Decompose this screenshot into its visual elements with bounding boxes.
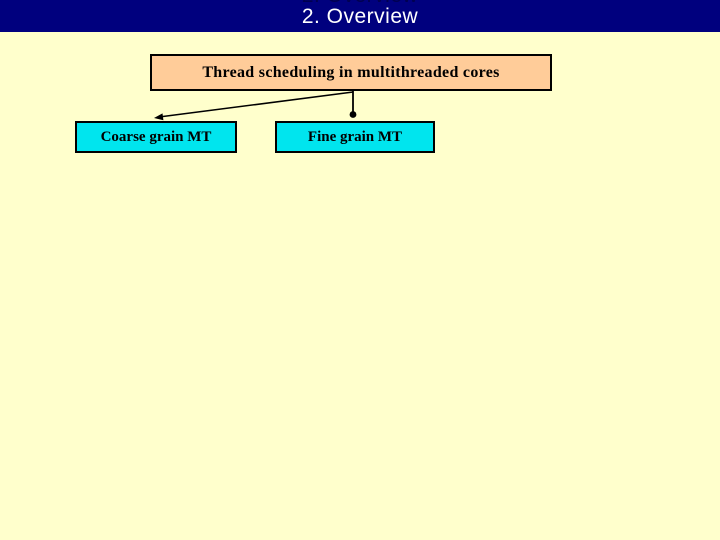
arrowhead-icon bbox=[154, 113, 164, 121]
title-artifact: 2. Overview bbox=[0, 0, 720, 6]
fine-grain-label: Fine grain MT bbox=[307, 128, 403, 145]
slide-title-bar: 2. Overview 2. Overview bbox=[0, 0, 720, 32]
child-box-fine-grain-mt: Fine grain MT bbox=[275, 121, 435, 153]
root-box-label: Thread scheduling in multithreaded cores bbox=[202, 63, 500, 81]
coarse-grain-label: Coarse grain MT bbox=[100, 128, 212, 145]
dot-endpoint-icon bbox=[349, 111, 357, 118]
child-box-coarse-grain-mt: Coarse grain MT bbox=[75, 121, 237, 153]
root-box-thread-scheduling: Thread scheduling in multithreaded cores bbox=[150, 54, 552, 91]
slide-title: 2. Overview bbox=[301, 5, 419, 28]
connector-to-coarse bbox=[158, 91, 354, 118]
